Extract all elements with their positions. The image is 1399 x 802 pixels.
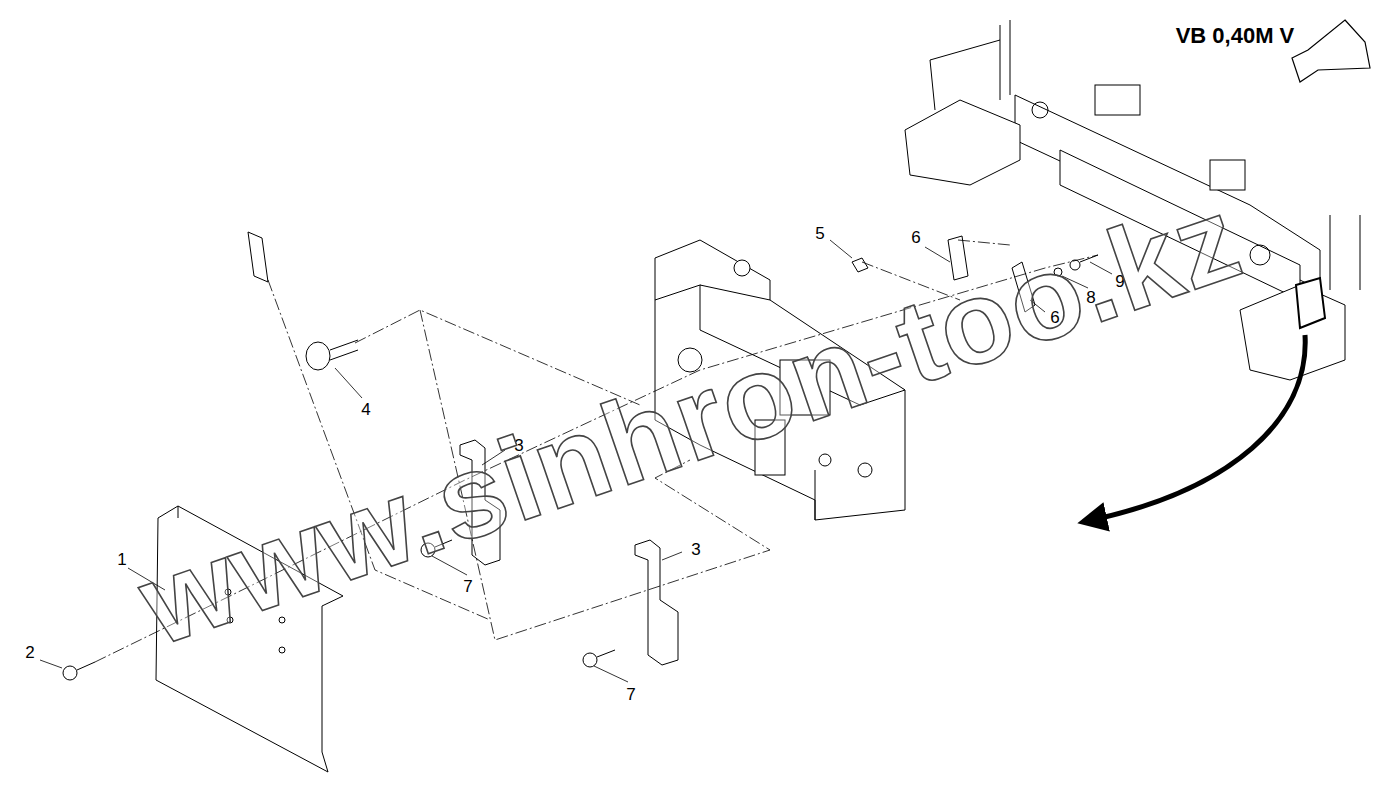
detail-arrow	[1092, 335, 1305, 520]
callout-number: 1	[117, 551, 126, 568]
view-arrow	[1292, 20, 1370, 82]
callout-number: 3	[691, 541, 700, 558]
view-label: VB 0,40M V	[1176, 25, 1295, 47]
callout-number: 7	[463, 578, 472, 595]
callout-number: 6	[911, 229, 920, 246]
callout-number: 5	[815, 225, 824, 242]
callout-number: 2	[25, 644, 34, 661]
callout-number: 7	[626, 686, 635, 703]
callout-number: 4	[361, 401, 370, 418]
